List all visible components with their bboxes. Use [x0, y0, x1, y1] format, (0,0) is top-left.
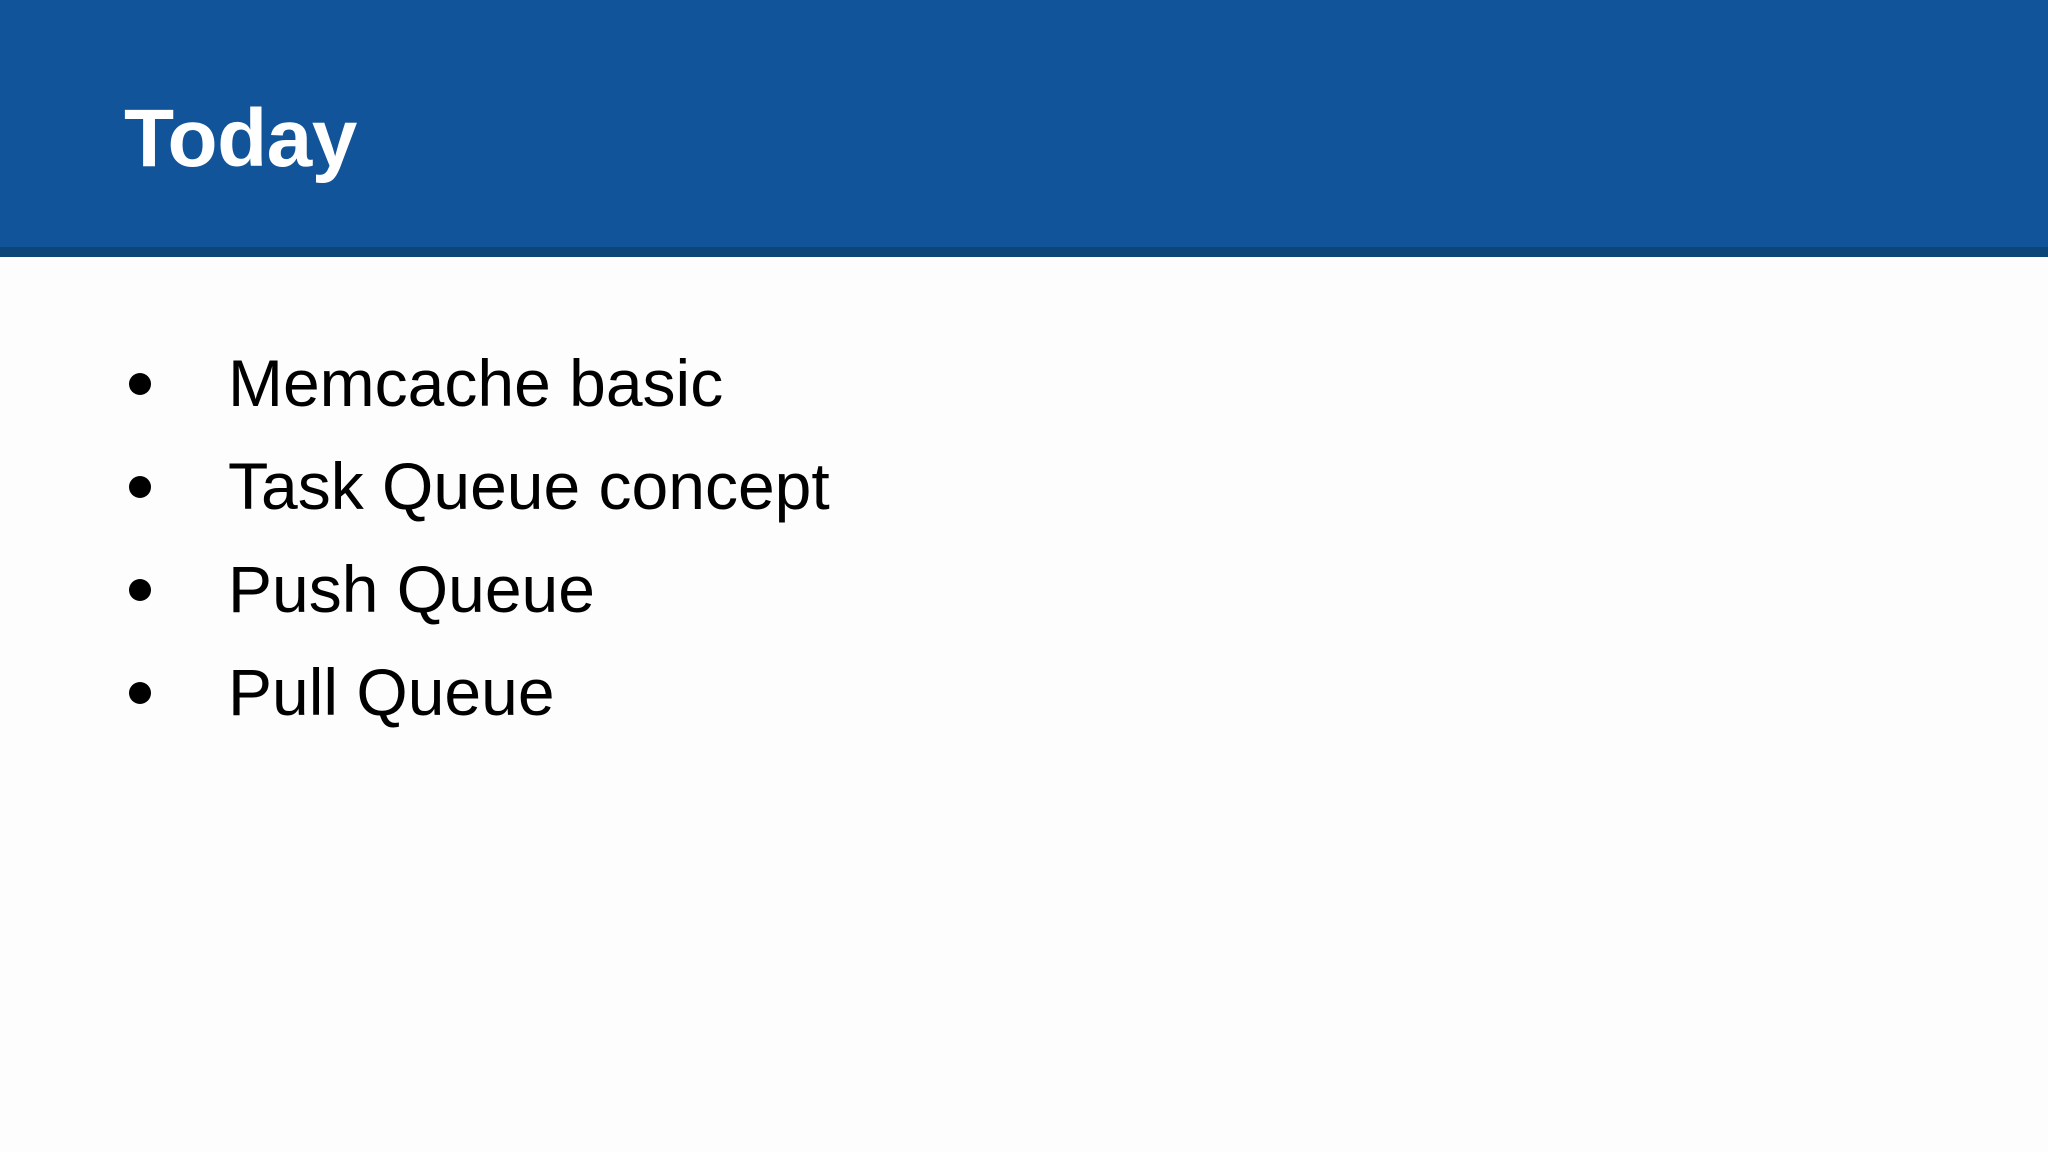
bullet-circle-icon — [129, 476, 151, 498]
list-item: Memcache basic — [124, 331, 830, 434]
list-item-label: Task Queue concept — [228, 448, 830, 523]
bullet-list: Memcache basic Task Queue concept Push Q… — [124, 331, 830, 743]
list-item: Task Queue concept — [124, 434, 830, 537]
page-title: Today — [124, 93, 357, 184]
list-item-label: Pull Queue — [228, 654, 555, 729]
bullet-circle-icon — [129, 579, 151, 601]
list-item-label: Memcache basic — [228, 345, 724, 420]
list-item: Pull Queue — [124, 640, 830, 743]
bullet-circle-icon — [129, 373, 151, 395]
bullet-circle-icon — [129, 682, 151, 704]
header-accent-divider — [0, 247, 2048, 257]
list-item: Push Queue — [124, 537, 830, 640]
slide-header-band: Today — [0, 0, 2048, 247]
slide-content-area: Memcache basic Task Queue concept Push Q… — [0, 257, 2048, 1152]
list-item-label: Push Queue — [228, 551, 595, 626]
